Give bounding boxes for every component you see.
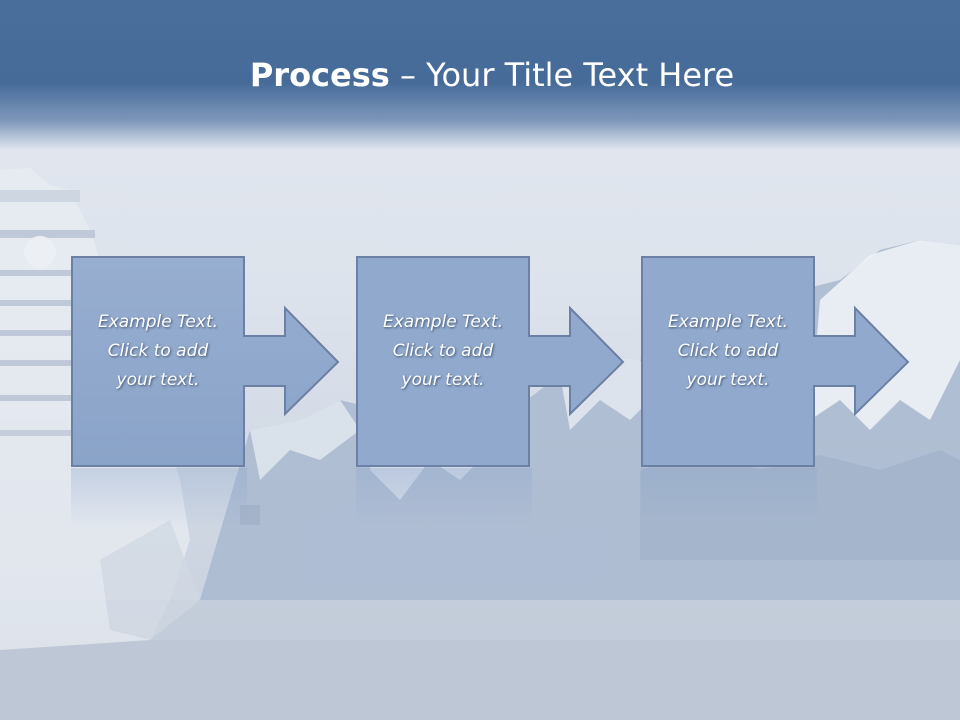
step-2-text[interactable]: Example Text. Click to add your text. [356, 308, 530, 395]
step-arrow-shape [356, 256, 625, 467]
step-3-line-1: Example Text. [667, 312, 789, 332]
process-step-1[interactable]: Example Text. Click to add your text. [71, 256, 341, 468]
slide-title[interactable]: Process – Your Title Text Here [0, 52, 960, 98]
step-arrow-shape [641, 256, 910, 467]
step-1-line-1: Example Text. [97, 312, 219, 332]
step-1-reflection [71, 468, 247, 528]
step-1-text[interactable]: Example Text. Click to add your text. [71, 308, 245, 395]
step-3-text[interactable]: Example Text. Click to add your text. [641, 308, 815, 395]
title-band [0, 0, 960, 150]
step-2-line-2: Click to add [392, 341, 494, 361]
process-step-2[interactable]: Example Text. Click to add your text. [356, 256, 626, 468]
process-step-3[interactable]: Example Text. Click to add your text. [641, 256, 911, 468]
step-3-line-2: Click to add [677, 341, 779, 361]
step-2-reflection [356, 468, 532, 528]
step-2-line-3: your text. [401, 370, 485, 390]
step-2-line-1: Example Text. [382, 312, 504, 332]
step-1-line-2: Click to add [107, 341, 209, 361]
step-3-line-3: your text. [686, 370, 770, 390]
title-rest: – Your Title Text Here [389, 56, 735, 94]
step-3-reflection [641, 468, 817, 528]
step-1-line-3: your text. [116, 370, 200, 390]
step-arrow-shape [71, 256, 340, 467]
title-bold: Process [249, 56, 390, 94]
